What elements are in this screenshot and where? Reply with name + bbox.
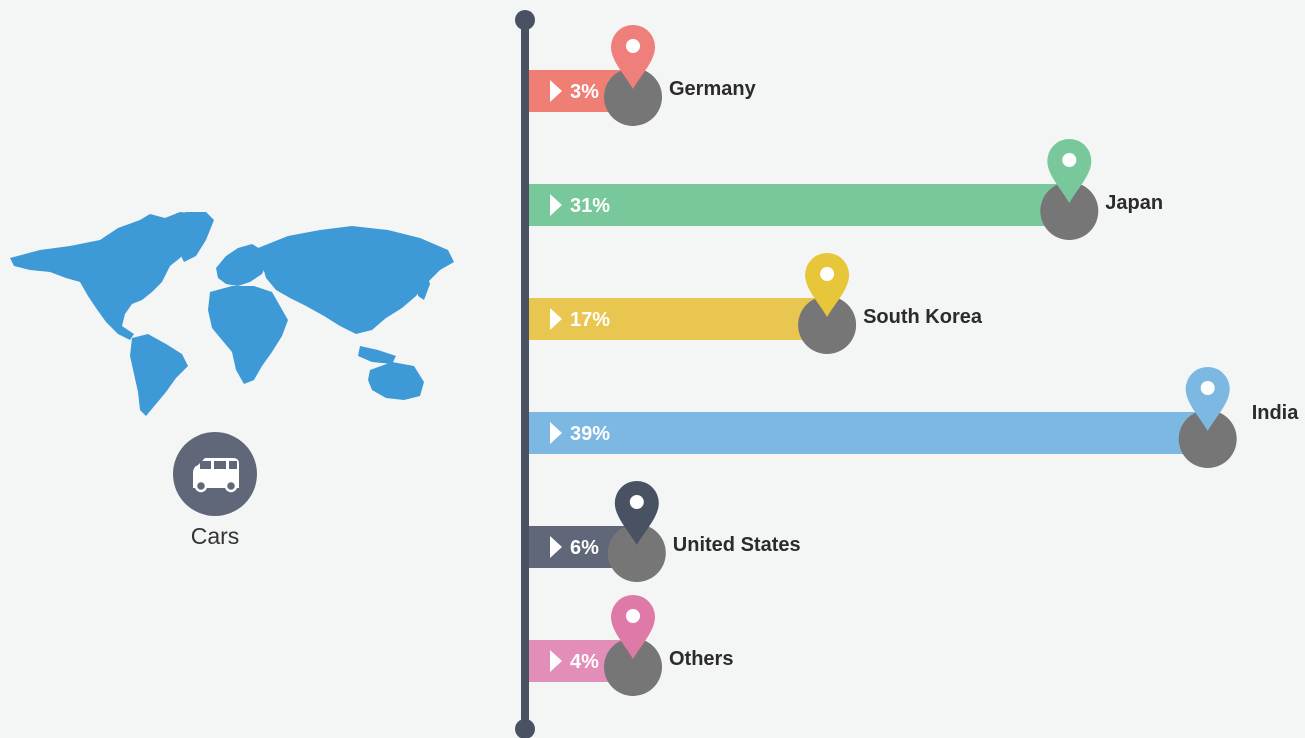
map-pin-icon bbox=[1185, 367, 1230, 431]
pin-hole-3 bbox=[1200, 381, 1215, 395]
value-label-0: 3% bbox=[570, 81, 599, 103]
pin-base-1 bbox=[1040, 182, 1099, 240]
axis-bottom-cap bbox=[515, 719, 535, 738]
bar-arrow-icon bbox=[550, 194, 562, 216]
map-pin-icon bbox=[1047, 139, 1092, 203]
bars-group: 3% Germany 31% Japan 17% South Korea 39% India 6… bbox=[529, 25, 1299, 696]
map-pin-icon bbox=[614, 481, 659, 545]
bar-arrow-icon bbox=[550, 650, 562, 672]
category-label-4: United States bbox=[673, 534, 801, 556]
pin-base-5 bbox=[604, 638, 662, 696]
category-label-2: South Korea bbox=[863, 306, 983, 328]
category-label-1: Japan bbox=[1105, 192, 1163, 214]
value-label-2: 17% bbox=[570, 309, 610, 331]
pin-base-2 bbox=[798, 296, 857, 354]
value-label-3: 39% bbox=[570, 423, 610, 445]
value-label-5: 4% bbox=[570, 651, 599, 673]
bar-3 bbox=[529, 412, 1204, 454]
pin-base-4 bbox=[607, 524, 666, 582]
category-label-3: India bbox=[1252, 402, 1300, 424]
bar-arrow-icon bbox=[550, 80, 562, 102]
bar-1 bbox=[529, 184, 1066, 226]
pin-hole-2 bbox=[820, 267, 835, 281]
pin-hole-1 bbox=[1062, 153, 1077, 167]
map-pin-icon bbox=[611, 595, 655, 659]
value-label-1: 31% bbox=[570, 195, 610, 217]
bar-arrow-icon bbox=[550, 422, 562, 444]
pin-hole-5 bbox=[626, 609, 640, 623]
pin-hole-0 bbox=[626, 39, 640, 53]
map-pin-icon bbox=[611, 25, 655, 89]
axis-top-cap bbox=[515, 10, 535, 30]
bar-arrow-icon bbox=[550, 536, 562, 558]
pin-base-3 bbox=[1178, 410, 1237, 468]
bar-arrow-icon bbox=[550, 308, 562, 330]
bar-2 bbox=[529, 298, 824, 340]
category-label-0: Germany bbox=[669, 78, 757, 100]
pin-hole-4 bbox=[629, 495, 644, 509]
world-map-icon bbox=[10, 212, 454, 416]
map-pin-icon bbox=[805, 253, 850, 317]
pin-base-0 bbox=[604, 68, 662, 126]
caption-label: Cars bbox=[191, 523, 240, 549]
car-icon bbox=[193, 458, 239, 493]
category-label-5: Others bbox=[669, 648, 733, 670]
value-label-4: 6% bbox=[570, 537, 599, 559]
